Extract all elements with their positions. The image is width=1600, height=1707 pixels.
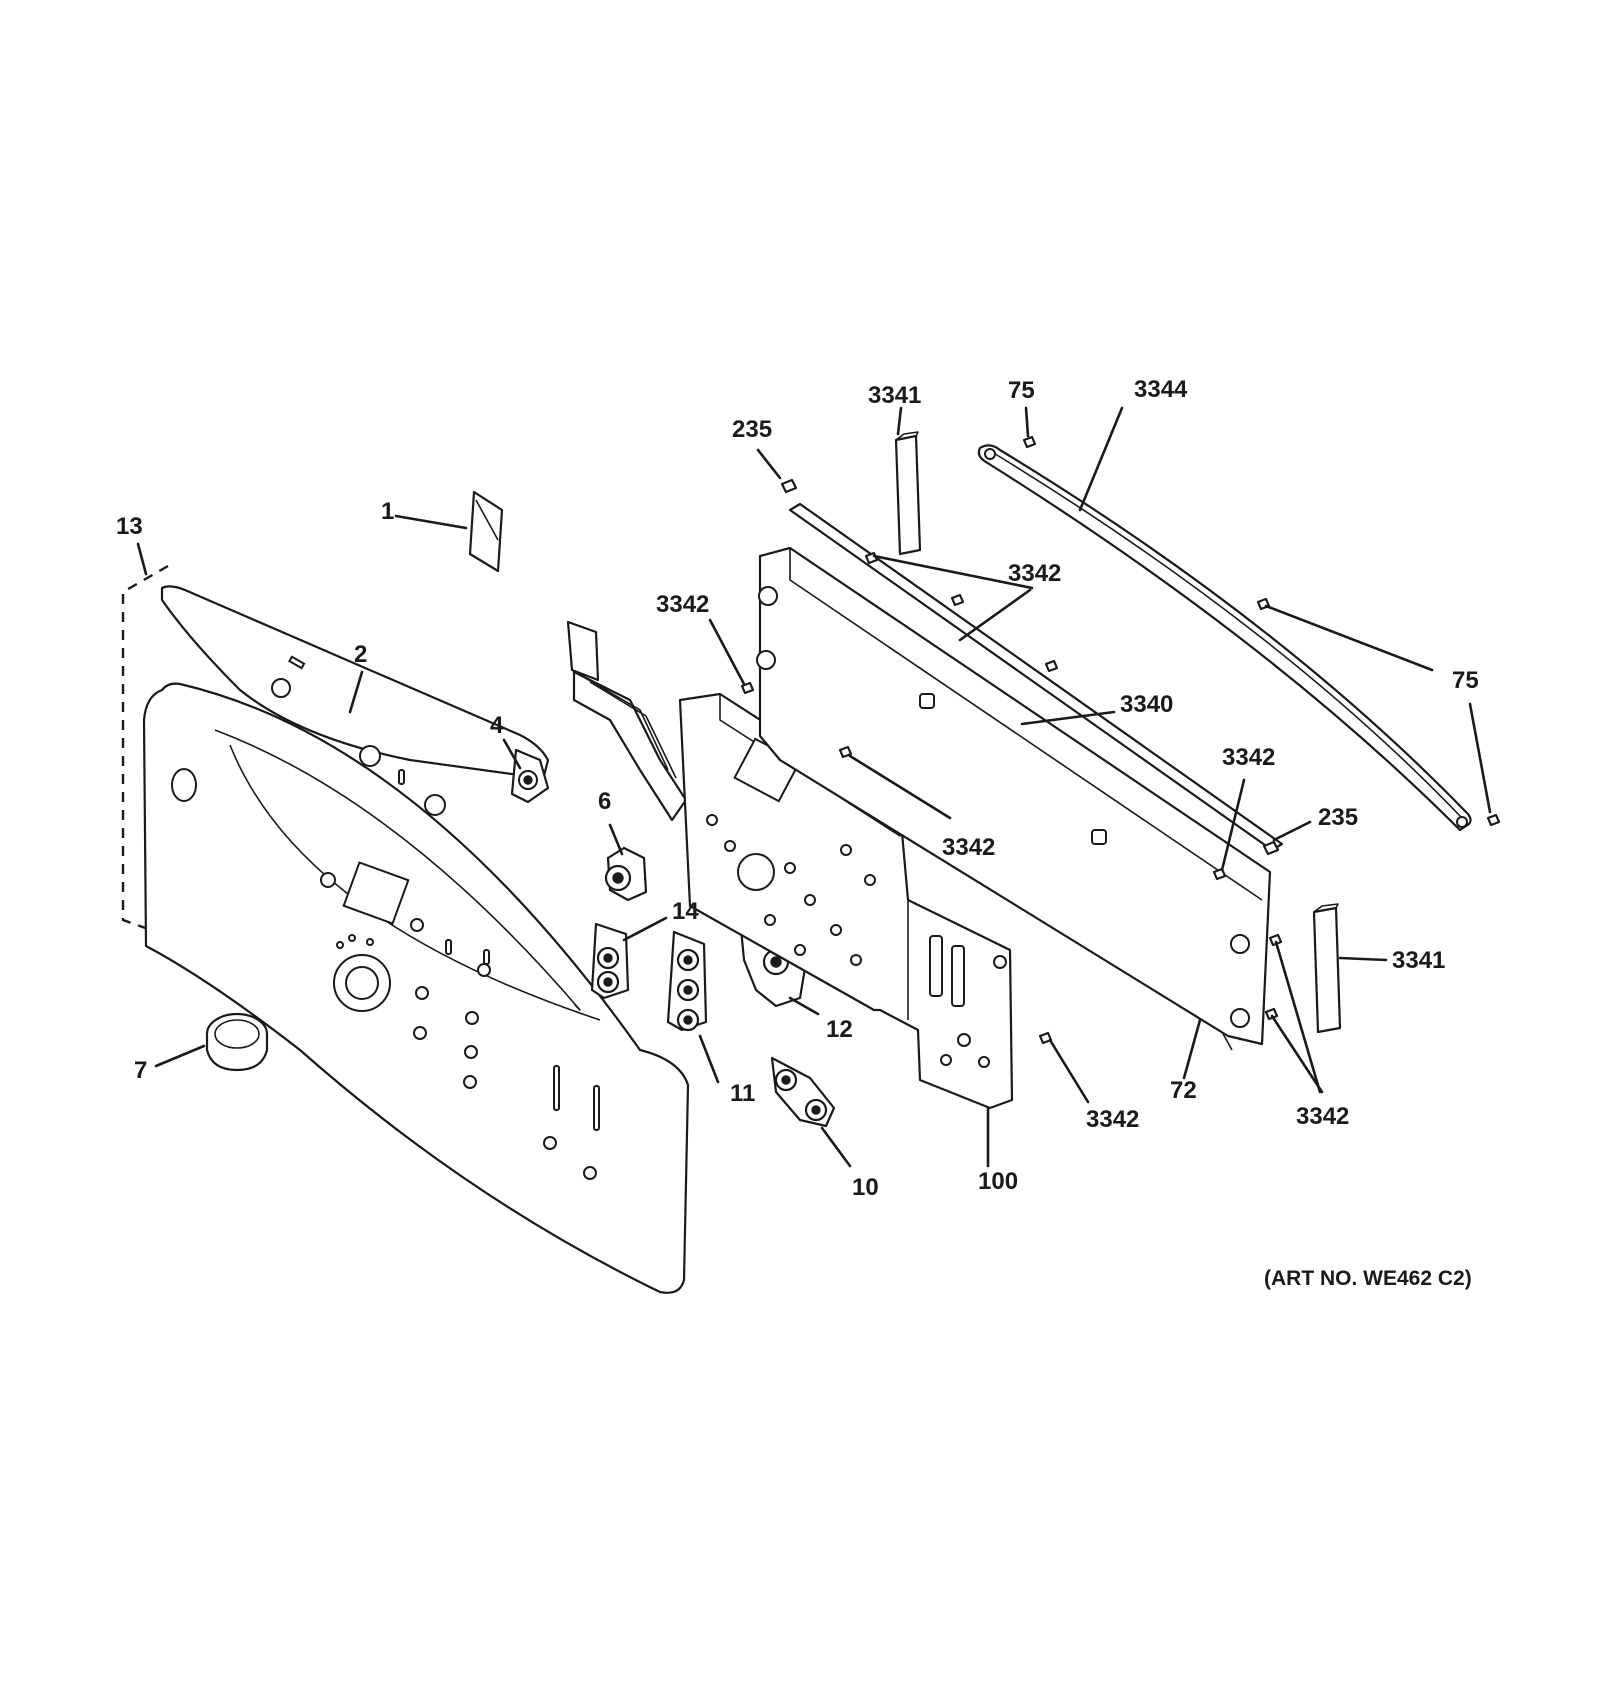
part-3341-foam-block-top (894, 431, 922, 556)
callout-3342-left: 3342 (656, 591, 709, 618)
callout-12: 12 (826, 1016, 853, 1043)
callout-7: 7 (134, 1057, 147, 1084)
part-10-button-pair (770, 1056, 836, 1128)
part-14-button-pair (590, 922, 630, 1000)
back-plate-strip (788, 502, 1284, 852)
callout-3342-bottom-right: 3342 (1296, 1103, 1349, 1130)
callout-3342-mid: 3342 (942, 834, 995, 861)
callout-14: 14 (672, 898, 699, 925)
part-11-button-triple (666, 930, 708, 1032)
callout-3342-top-right: 3342 (1008, 560, 1061, 587)
callout-10: 10 (852, 1174, 879, 1201)
ribbon-cable (566, 620, 688, 822)
part-3341-foam-block-right (1312, 903, 1342, 1034)
screw-3342-8 (1268, 933, 1283, 947)
screw-235-right (1262, 840, 1280, 856)
screw-3342-5 (838, 745, 853, 759)
art-number: (ART NO. WE462 C2) (1264, 1267, 1472, 1290)
screws (740, 435, 1501, 1045)
screw-235-top (780, 478, 798, 494)
callout-labels: 13 1 2 4 6 7 14 11 12 10 100 235 3341 75… (116, 376, 1479, 1201)
callout-3341-top: 3341 (868, 382, 921, 409)
callout-3342-right-mid: 3342 (1222, 744, 1275, 771)
callout-3344: 3344 (1134, 376, 1188, 403)
part-100-control-board (678, 692, 1014, 1110)
screw-3342-9 (1264, 1007, 1279, 1021)
screw-3342-2 (950, 593, 965, 607)
callout-1: 1 (381, 498, 394, 525)
screw-75-right (1486, 813, 1501, 827)
callout-235-top: 235 (732, 416, 772, 443)
leader-lines (136, 406, 1492, 1168)
screw-3342-7 (1038, 1031, 1053, 1045)
part-1-label (468, 490, 504, 573)
callout-3341-right: 3341 (1392, 947, 1445, 974)
part-3344-top-trim (977, 444, 1472, 832)
screw-3342-3 (1044, 659, 1059, 673)
callout-6: 6 (598, 788, 611, 815)
callout-11: 11 (730, 1080, 755, 1107)
part-6-button (604, 846, 648, 902)
part-3340-back-plate (756, 546, 1272, 1046)
screw-3342-6 (1212, 867, 1227, 881)
screw-3342-1 (864, 551, 879, 565)
callout-235-right: 235 (1318, 804, 1358, 831)
callout-75-right: 75 (1452, 667, 1479, 694)
control-panel-housing (142, 682, 690, 1294)
part-4-switch (510, 748, 550, 804)
callout-75-top: 75 (1008, 377, 1035, 404)
screw-75-top (1022, 435, 1037, 449)
callout-3342-bottom: 3342 (1086, 1106, 1139, 1133)
part-7-knob (205, 1012, 269, 1072)
callout-13: 13 (116, 513, 143, 540)
callout-2: 2 (354, 641, 367, 668)
callout-72: 72 (1170, 1077, 1197, 1104)
callout-3340: 3340 (1120, 691, 1173, 718)
callout-100: 100 (978, 1168, 1018, 1195)
assembly-bracket-13 (121, 564, 169, 937)
callout-4: 4 (490, 712, 504, 739)
screw-3342-4 (740, 681, 755, 695)
